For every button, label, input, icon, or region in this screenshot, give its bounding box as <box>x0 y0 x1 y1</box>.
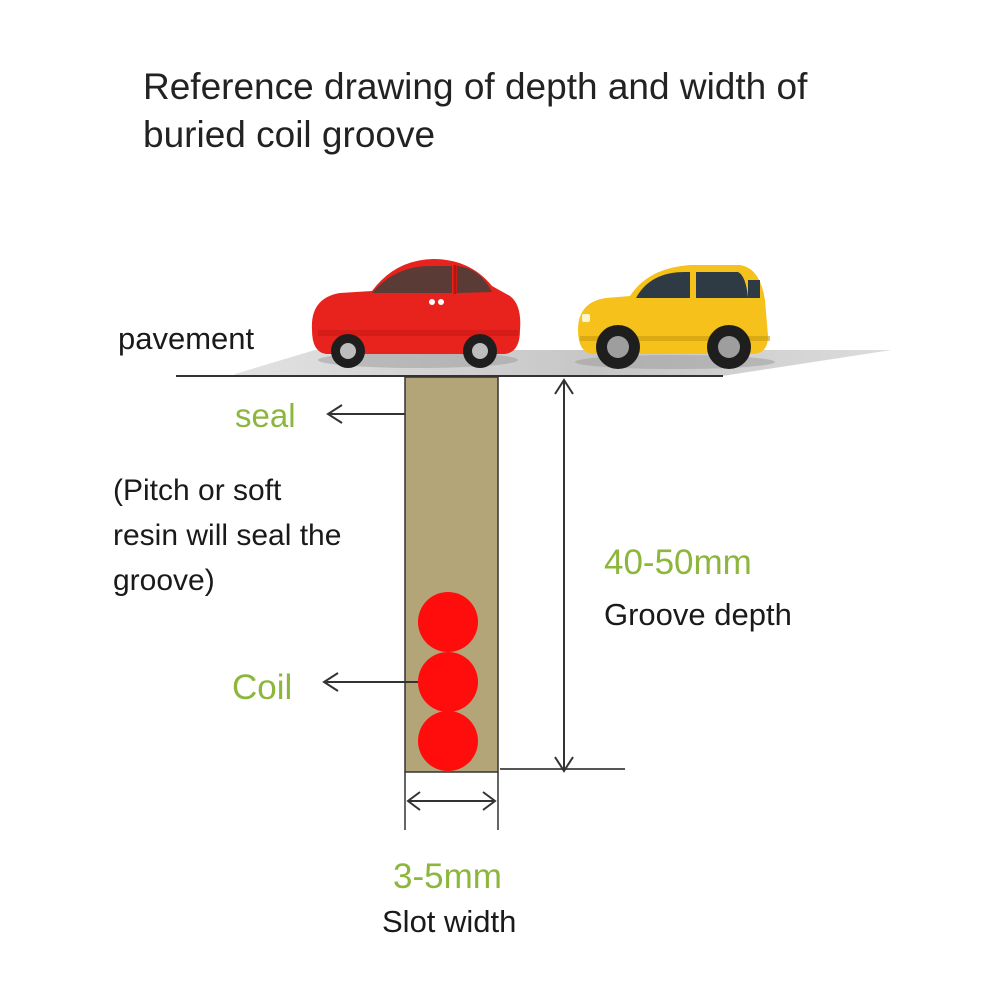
width-label: Slot width <box>382 904 517 939</box>
coil-wire <box>418 652 478 712</box>
depth-value: 40-50mm <box>604 543 752 582</box>
depth-label: Groove depth <box>604 597 792 632</box>
seal-note-line-3: groove) <box>113 564 215 597</box>
coil-label: Coil <box>232 668 293 707</box>
seal-note-line-1: (Pitch or soft <box>113 474 282 507</box>
coil-wire <box>418 711 478 771</box>
title-line-1: Reference drawing of depth and width of <box>143 66 808 107</box>
pavement-label: pavement <box>118 321 255 356</box>
depth-dimension <box>500 378 625 773</box>
seal-label: seal <box>235 397 296 434</box>
coil-wire <box>418 592 478 652</box>
title-line-2: buried coil groove <box>143 114 436 155</box>
width-value: 3-5mm <box>393 857 502 896</box>
red-car-icon <box>311 259 521 368</box>
arrow-left-icon <box>322 672 418 692</box>
seal-note-line-2: resin will seal the <box>113 519 342 552</box>
arrow-left-icon <box>326 404 405 424</box>
double-arrow-icon <box>404 772 499 830</box>
yellow-car-icon <box>575 265 775 369</box>
